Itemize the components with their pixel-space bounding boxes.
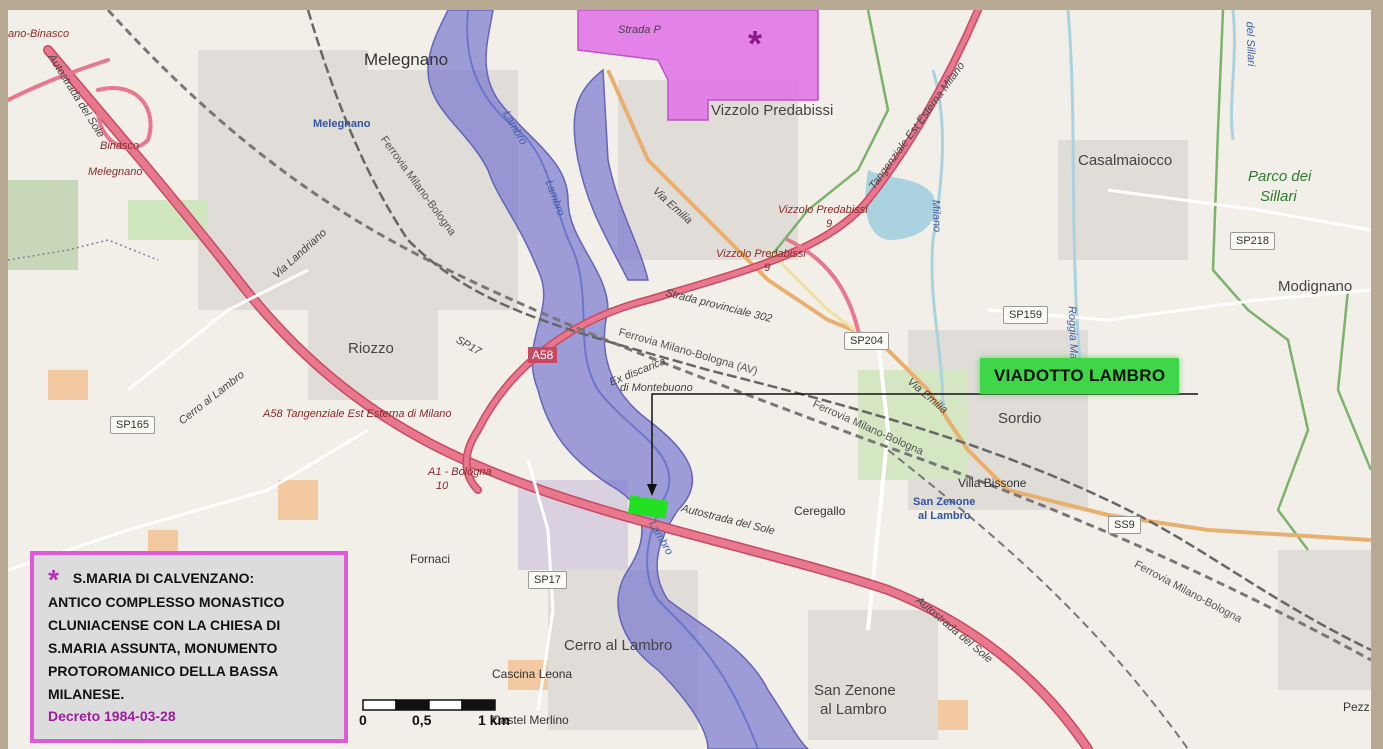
shield-sp218: SP218 [1230, 232, 1276, 250]
monument-zone [577, 10, 819, 121]
scale-label-1km: 1 km [478, 712, 510, 728]
park-label-1: Parco dei [1248, 168, 1312, 185]
label-a58-tangenziale: A58 Tangenziale Est Esterna di Milano [263, 408, 452, 420]
shield-a58: A58 [528, 347, 558, 363]
town-castel-merlino: Castel Merlino [492, 713, 569, 727]
label-strada-top: Strada P [618, 24, 661, 36]
urban-san-zenone [808, 610, 938, 740]
park-boundary-east [1211, 10, 1310, 551]
label-a1-bologna: A1 - Bologna [428, 466, 492, 478]
legend-line-5: MILANESE. [48, 686, 125, 702]
town-san-zenone-2: al Lambro [820, 701, 887, 718]
shield-sp165: SP165 [110, 416, 156, 434]
viaduct-marker[interactable] [627, 495, 669, 519]
canal-milano [930, 69, 945, 411]
town-melegnano: Melegnano [364, 50, 449, 69]
water-features [865, 10, 1236, 411]
label-exit-9b: 9 [764, 262, 771, 274]
park-label-2: Sillari [1260, 188, 1297, 205]
town-ceregallo: Ceregallo [794, 504, 846, 518]
river-lambro-buffer [427, 10, 810, 749]
legend-line-2: CLUNIACENSE CON LA CHIESA DI [48, 617, 281, 633]
town-vizzolo-predabissi: Vizzolo Predabissi [711, 102, 834, 119]
canal-sillari [1230, 10, 1236, 141]
industrial-cerro [518, 480, 628, 570]
town-cascina-leona: Cascina Leona [492, 667, 573, 681]
motorways [8, 10, 1093, 749]
lake-vizzolo [865, 170, 936, 240]
railways [106, 10, 1371, 749]
urban-casalmaiocco [1058, 140, 1188, 260]
shield-sp204: SP204 [844, 332, 890, 350]
green-area-west [8, 180, 78, 270]
autostrada-del-sole-fill [44, 46, 1092, 749]
farm-1 [48, 370, 88, 400]
map-canvas[interactable]: * Melegnano [8, 10, 1371, 749]
scale-bar [362, 699, 496, 711]
railway-storica [306, 10, 1371, 652]
callout-arrow [647, 393, 1198, 496]
town-riozzo: Riozzo [348, 340, 394, 357]
scale-label-half: 0,5 [412, 712, 432, 728]
viadotto-lambro-callout[interactable]: VIADOTTO LAMBRO [980, 358, 1180, 394]
map-graphics: * [8, 10, 1371, 749]
legend-title: S.MARIA DI CALVENZANO: [72, 570, 255, 586]
town-san-zenone: San Zenone [814, 682, 896, 699]
legend-line-3: S.MARIA ASSUNTA, MONUMENTO [48, 640, 278, 656]
label-sillari: del Sillari [1243, 21, 1258, 67]
road-sp17 [526, 459, 555, 711]
town-cerro-al-lambro: Cerro al Lambro [564, 637, 673, 654]
monument-star-icon[interactable]: * [748, 23, 762, 64]
shield-sp159: SP159 [1003, 306, 1049, 324]
admin-boundary [8, 239, 159, 261]
station-melegnano[interactable]: Melegnano [313, 118, 371, 130]
river-lambro-centerline [466, 10, 759, 749]
railway-branch [887, 449, 1189, 749]
scale-label-0: 0 [359, 712, 367, 728]
legend-box: * S.MARIA DI CALVENZANO: ANTICO COMPLESSO… [30, 551, 348, 743]
label-discarica-2: di Montebuono [620, 382, 693, 394]
station-san-zenone-1[interactable]: San Zenone [913, 496, 976, 508]
label-milano-canal: Milano [929, 199, 943, 233]
legend-decree: Decreto 1984-03-28 [48, 708, 176, 724]
park-boundaries [767, 10, 1371, 551]
road-sp218 [1107, 188, 1371, 232]
town-casalmaiocco: Casalmaiocco [1078, 152, 1173, 169]
ramp-binasco [8, 58, 110, 102]
station-san-zenone-2[interactable]: al Lambro [918, 510, 971, 522]
park-boundary-far [1336, 289, 1371, 471]
junction-binasco [96, 86, 153, 151]
shield-ss9: SS9 [1108, 516, 1141, 534]
legend-star-icon: * [48, 564, 59, 595]
railway-av [106, 10, 1371, 662]
label-binasco-top: ano-Binasco [8, 28, 70, 40]
town-modignano: Modignano [1278, 278, 1353, 295]
label-vizzolo-exit-2: Vizzolo Predabissi [716, 248, 806, 260]
town-fornaci: Fornaci [410, 552, 451, 566]
legend-line-1: ANTICO COMPLESSO MONASTICO [48, 594, 285, 610]
farm-3 [278, 480, 318, 520]
town-villa-bissone: Villa Bissone [958, 476, 1027, 490]
legend-line-4: PROTOROMANICO DELLA BASSA [48, 663, 279, 679]
label-vizzolo-exit-1: Vizzolo Predabissi [778, 204, 868, 216]
farm-4 [938, 700, 968, 730]
shield-sp17: SP17 [528, 571, 567, 589]
label-binasco: Binasco [100, 140, 140, 152]
park-boundary-north [767, 10, 890, 261]
label-a1-10: 10 [436, 480, 449, 492]
ramp-vizzolo [786, 238, 860, 332]
town-pezz: Pezz [1343, 700, 1370, 714]
label-exit-9a: 9 [826, 218, 833, 230]
tangenziale-est-esterna-fill [463, 10, 981, 493]
label-melegnano-exit: Melegnano [88, 166, 143, 178]
road-cerro [127, 268, 309, 392]
sp302-road [766, 248, 869, 342]
canal-marocco [1066, 10, 1085, 391]
town-sordio: Sordio [998, 410, 1042, 427]
legend-title-row: * S.MARIA DI CALVENZANO: [48, 566, 330, 594]
road-sw [8, 428, 369, 572]
